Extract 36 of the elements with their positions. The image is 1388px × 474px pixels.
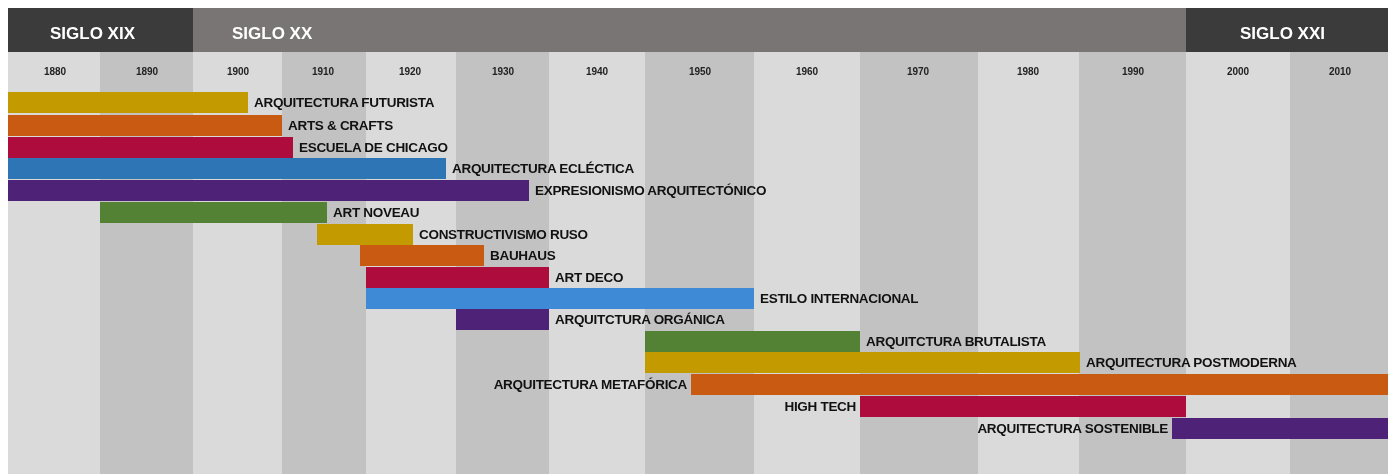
style-label: HIGH TECH	[784, 398, 856, 416]
century-label: SIGLO XIX	[50, 24, 136, 44]
year-label: 1890	[135, 66, 159, 77]
style-label: EXPRESIONISMO ARQUITECTÓNICO	[535, 182, 767, 200]
style-label: ESTILO INTERNACIONAL	[760, 290, 919, 308]
year-label: 1940	[585, 66, 609, 77]
style-label: ARQUITECTURA FUTURISTA	[254, 94, 435, 112]
style-label: ART DECO	[555, 269, 624, 287]
style-label: ARQUITECTURA ECLÉCTICA	[452, 160, 634, 178]
style-label: ARTS & CRAFTS	[288, 117, 393, 135]
century-band	[193, 8, 1186, 52]
year-label: 1970	[906, 66, 930, 77]
style-label: ART NOVEAU	[333, 204, 420, 222]
style-label: ESCUELA DE CHICAGO	[299, 139, 448, 157]
year-label: 1990	[1121, 66, 1145, 77]
year-label: 1980	[1016, 66, 1040, 77]
year-label: 1960	[795, 66, 819, 77]
style-label: CONSTRUCTIVISMO RUSO	[419, 226, 588, 244]
year-label: 1900	[226, 66, 250, 77]
century-band	[8, 8, 193, 52]
style-label: ARQUITECTURA SOSTENIBLE	[977, 420, 1168, 438]
century-band	[1186, 8, 1388, 52]
year-label: 2010	[1328, 66, 1352, 77]
century-label: SIGLO XX	[232, 24, 313, 44]
year-label: 1880	[43, 66, 67, 77]
year-label: 1950	[688, 66, 712, 77]
century-label: SIGLO XXI	[1240, 24, 1326, 44]
style-label: ARQUITECTURA POSTMODERNA	[1086, 354, 1297, 372]
style-label: BAUHAUS	[490, 247, 556, 265]
year-label: 1910	[311, 66, 335, 77]
year-label: 2000	[1226, 66, 1250, 77]
year-label: 1920	[398, 66, 422, 77]
style-label: ARQUITECTURA METAFÓRICA	[493, 376, 687, 394]
style-label: ARQUITCTURA ORGÁNICA	[555, 311, 725, 329]
style-label: ARQUITCTURA BRUTALISTA	[866, 333, 1046, 351]
year-label: 1930	[491, 66, 515, 77]
